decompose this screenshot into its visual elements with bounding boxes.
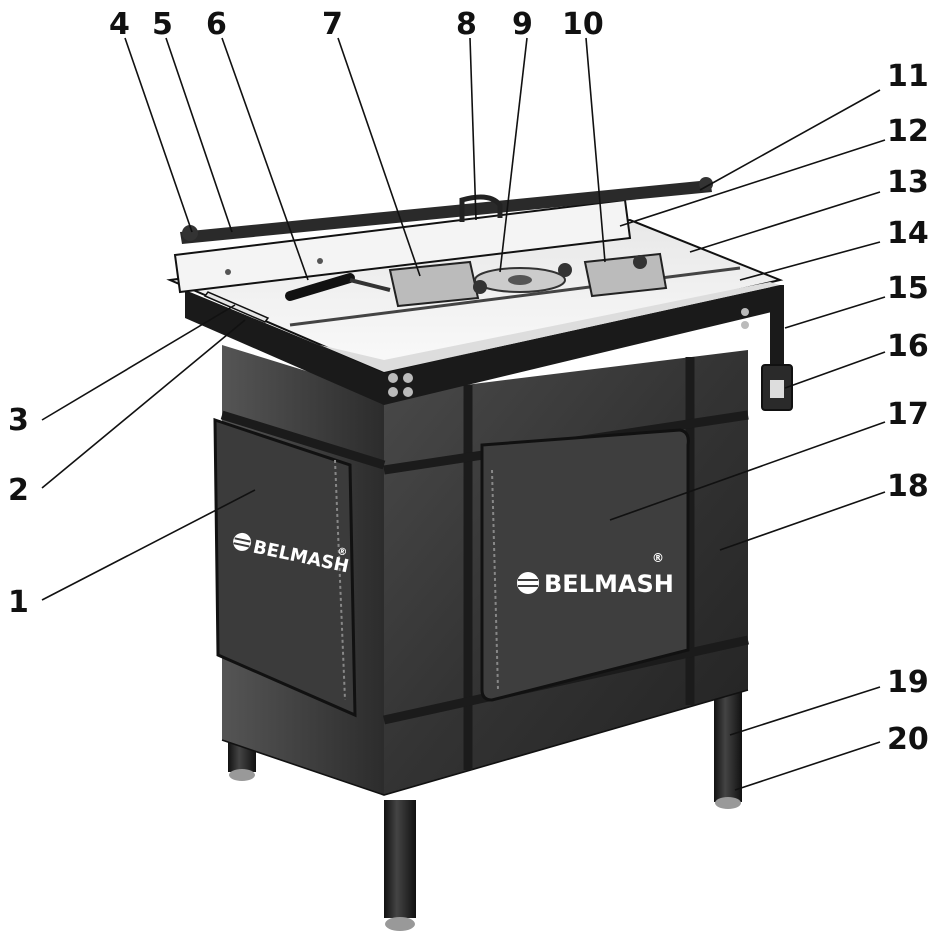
callout-5: 5 bbox=[152, 7, 173, 42]
callout-labels: 4 5 6 7 8 9 10 11 12 13 14 15 16 17 18 1… bbox=[8, 7, 929, 757]
callout-6: 6 bbox=[206, 7, 227, 42]
callout-7: 7 bbox=[322, 7, 343, 42]
fence-face bbox=[173, 198, 632, 294]
callout-2: 2 bbox=[8, 473, 29, 508]
callout-15: 15 bbox=[887, 271, 929, 306]
foot-front bbox=[385, 917, 415, 931]
leg-right bbox=[714, 690, 742, 802]
front-pocket-zipper bbox=[491, 469, 499, 691]
frame bbox=[185, 285, 784, 405]
side-pocket-zipper bbox=[334, 459, 346, 701]
callout-9: 9 bbox=[512, 7, 533, 42]
front-pocket bbox=[480, 428, 690, 702]
clamp-right bbox=[583, 252, 668, 298]
callout-20: 20 bbox=[887, 722, 929, 757]
side-logo-registered: ® bbox=[336, 546, 348, 559]
front-pocket-logo: BELMASH ® bbox=[517, 551, 674, 598]
feather-rod bbox=[349, 278, 391, 292]
leader-lines bbox=[41, 37, 886, 791]
callout-4: 4 bbox=[109, 7, 130, 42]
callout-10: 10 bbox=[562, 7, 604, 42]
feather-handle bbox=[285, 273, 355, 301]
ruler bbox=[203, 291, 270, 323]
callout-19: 19 bbox=[887, 665, 929, 700]
fence-rail bbox=[180, 180, 712, 244]
fence-knob-right bbox=[699, 177, 713, 191]
cabinet-bottom-binding bbox=[221, 689, 749, 796]
callout-17: 17 bbox=[887, 397, 929, 432]
callout-8: 8 bbox=[456, 7, 477, 42]
callout-14: 14 bbox=[887, 216, 929, 251]
foot-back-left bbox=[229, 769, 255, 781]
foot-right bbox=[715, 797, 741, 809]
clamp-left bbox=[388, 260, 480, 308]
callout-18: 18 bbox=[887, 469, 929, 504]
fence-bracket bbox=[459, 194, 503, 222]
insert-plate-hole bbox=[508, 275, 532, 285]
callout-11: 11 bbox=[887, 59, 929, 94]
table-top-edge bbox=[320, 282, 780, 372]
callout-3: 3 bbox=[8, 403, 29, 438]
callout-13: 13 bbox=[887, 165, 929, 200]
front-logo-registered: ® bbox=[652, 551, 664, 565]
callout-12: 12 bbox=[887, 114, 929, 149]
power-switch-button bbox=[770, 380, 784, 398]
callout-1: 1 bbox=[8, 585, 29, 620]
side-pocket bbox=[213, 417, 357, 718]
fence-knob-left bbox=[182, 225, 198, 241]
front-logo-text: BELMASH bbox=[544, 570, 674, 598]
leg-front bbox=[384, 800, 416, 918]
callout-16: 16 bbox=[887, 329, 929, 364]
